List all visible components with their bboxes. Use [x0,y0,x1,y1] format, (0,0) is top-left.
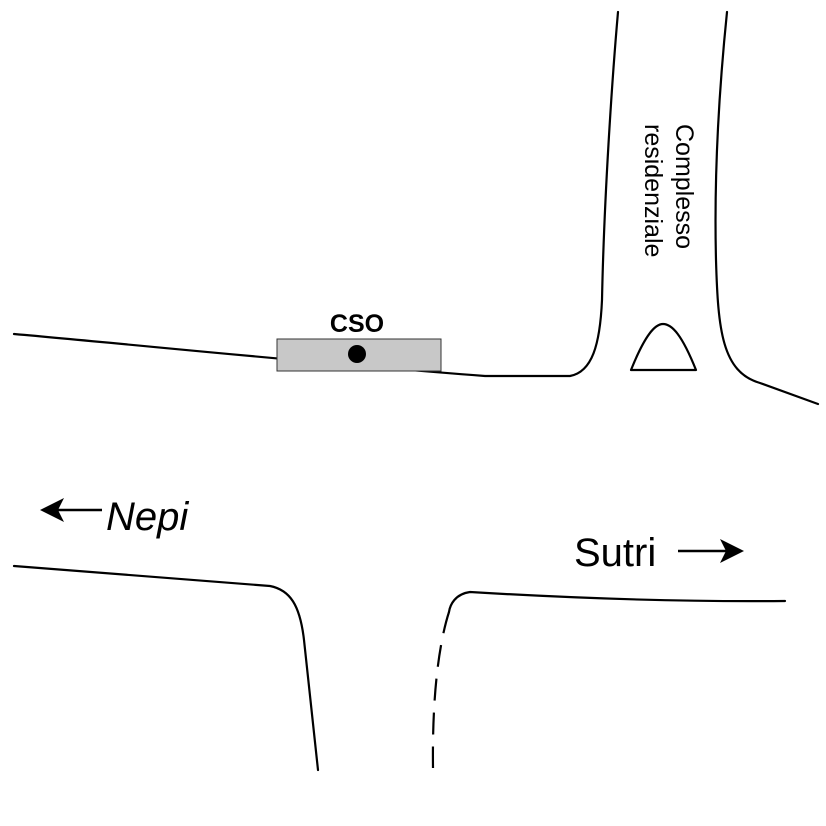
triangle-icon [629,322,698,372]
upper-road-edge [12,10,620,378]
arrow-right-icon [678,539,744,563]
dashed-road-edge [431,611,451,769]
residential-complex-line1: Complesso [670,124,698,249]
side-street-right-edge [714,10,820,406]
sutri-label: Sutri [574,531,656,575]
arrow-left-icon [40,498,102,522]
residential-complex-line2: residenziale [639,124,667,257]
lower-road-right-edge [447,590,787,614]
cso-label: CSO [330,310,384,338]
lower-road-left-edge [12,564,320,772]
nepi-label: Nepi [106,495,189,539]
cso-point [348,345,366,363]
residential-complex-label: Complesso residenziale [639,124,698,257]
